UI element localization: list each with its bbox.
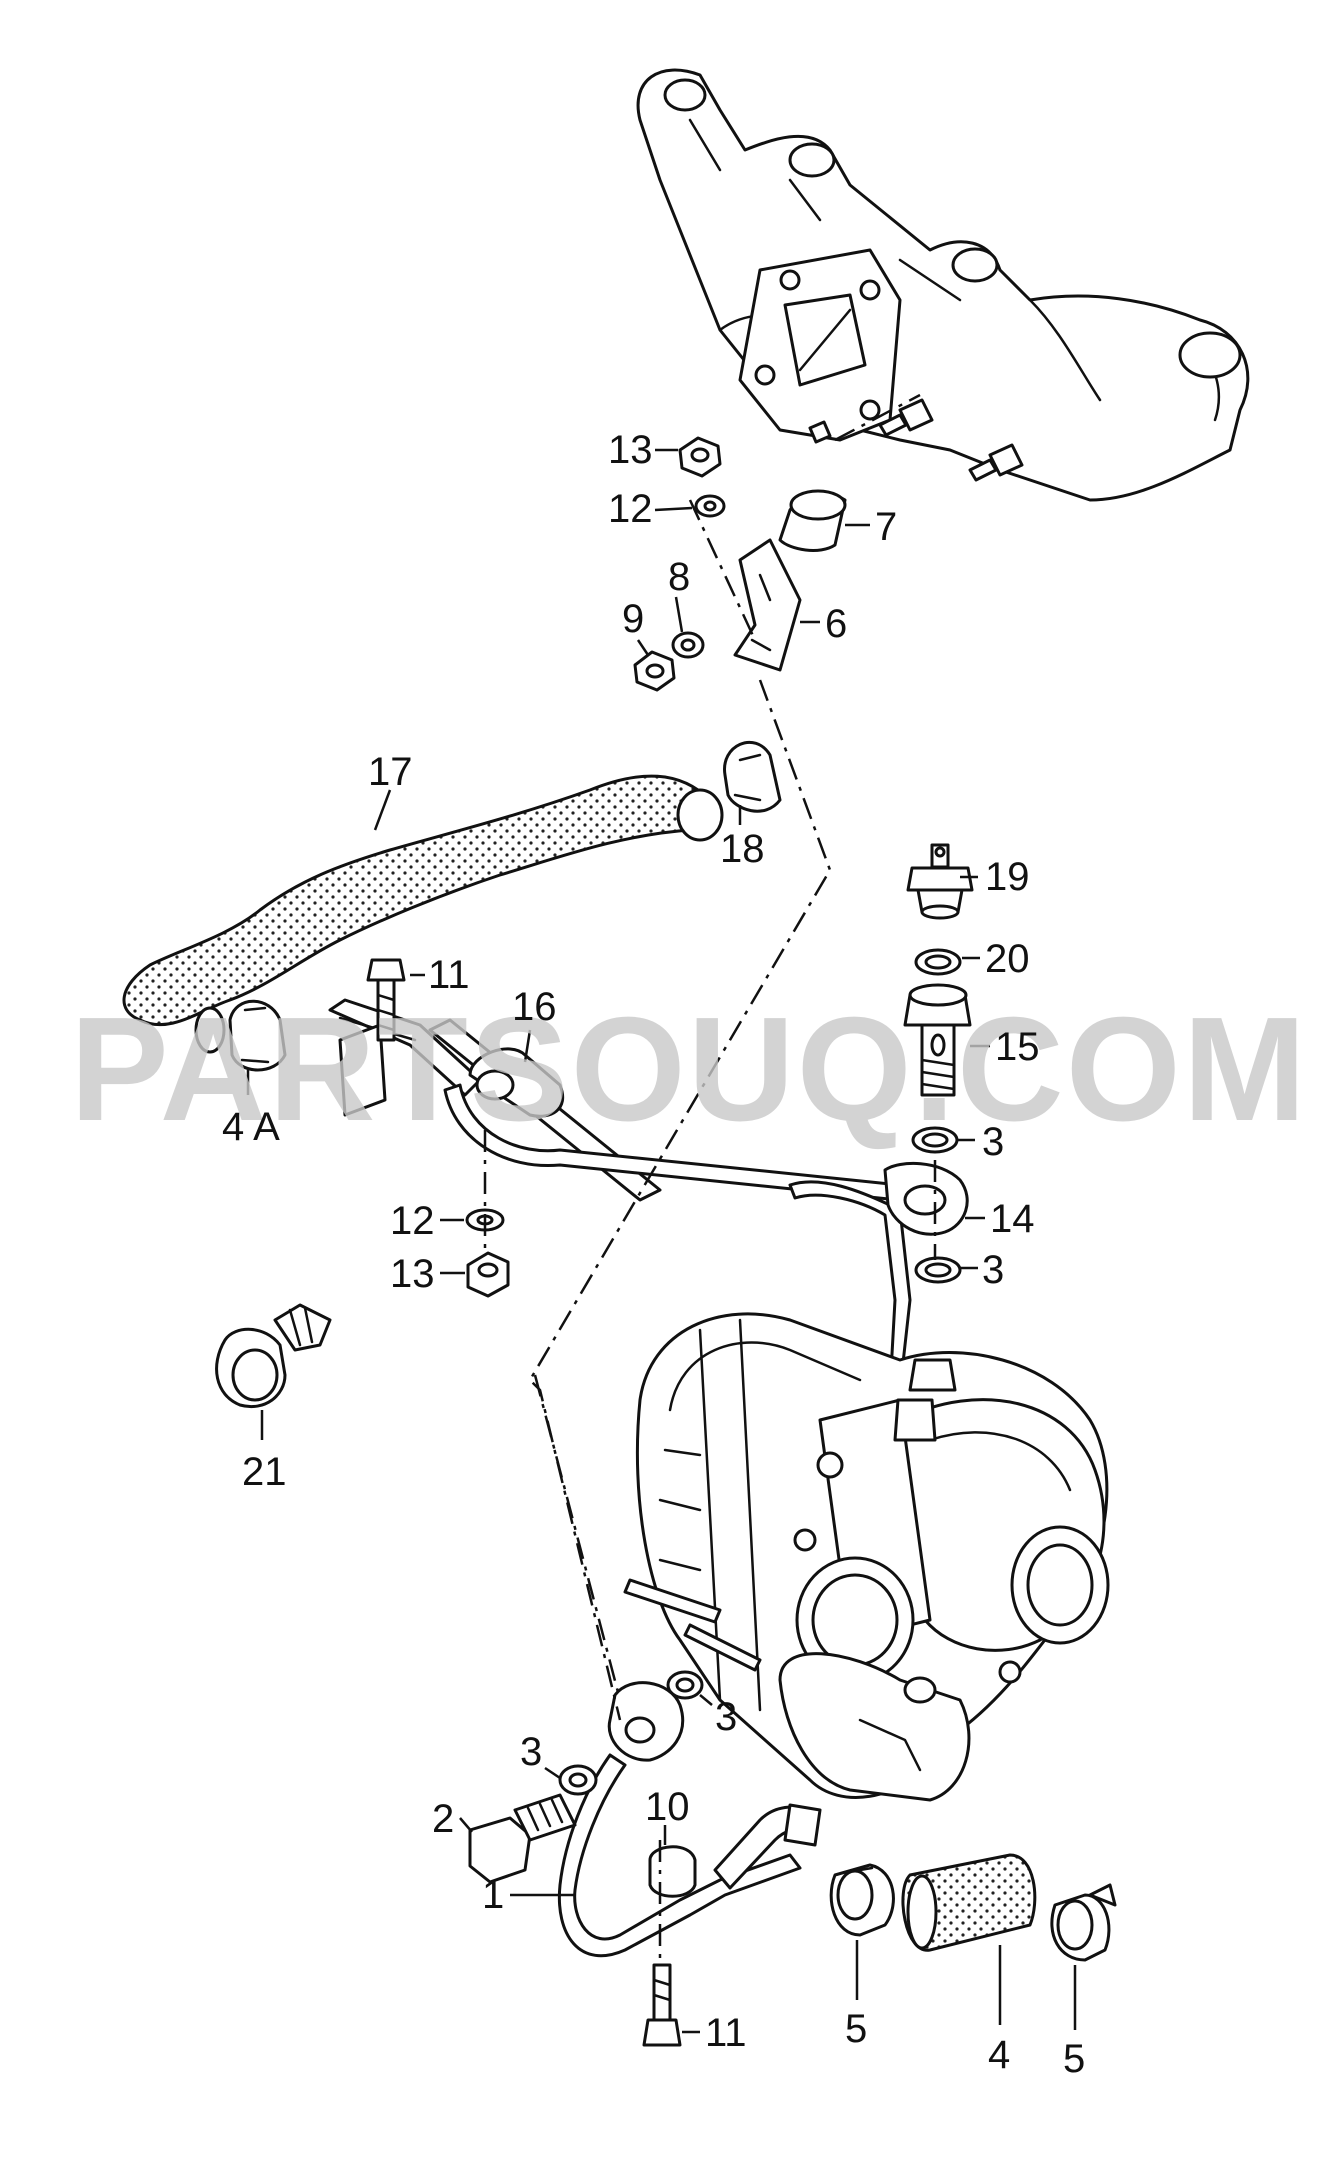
callout-18: 18 bbox=[720, 827, 765, 871]
callout-13-middle: 13 bbox=[390, 1252, 435, 1296]
callout-12-upper: 12 bbox=[608, 487, 653, 531]
banjo-bolt-15 bbox=[903, 983, 972, 1097]
callout-20: 20 bbox=[985, 937, 1030, 981]
callout-4: 4 bbox=[988, 2033, 1010, 2077]
nut-13-middle bbox=[466, 1251, 510, 1298]
hose-clamp-18 bbox=[723, 741, 782, 813]
callout-12-middle: 12 bbox=[390, 1199, 435, 1243]
upper-mounting-hardware bbox=[633, 436, 847, 692]
callout-13-upper: 13 bbox=[608, 428, 653, 472]
oil-supply-pipe bbox=[328, 998, 969, 1392]
seal-20 bbox=[914, 948, 962, 976]
hose-clamp-4a bbox=[228, 999, 287, 1072]
callout-14: 14 bbox=[990, 1197, 1035, 1241]
callout-6: 6 bbox=[825, 602, 847, 646]
turbocharger bbox=[623, 1312, 1110, 1802]
watermark: PARTSOUQ.COM bbox=[70, 987, 1308, 1152]
temperature-sender-19 bbox=[906, 843, 974, 920]
callout-labels: 13 12 7 8 6 9 17 18 19 20 11 16 15 4 A 3… bbox=[222, 428, 1085, 2081]
callout-4a: 4 A bbox=[222, 1105, 280, 1149]
callout-16: 16 bbox=[512, 985, 557, 1029]
callout-11-lower: 11 bbox=[705, 2011, 747, 2055]
seal-3-lower-right bbox=[666, 1670, 704, 1700]
callout-5-right: 5 bbox=[1063, 2037, 1085, 2081]
callout-3-a: 3 bbox=[982, 1120, 1004, 1164]
callout-3-b: 3 bbox=[982, 1248, 1004, 1292]
callout-8: 8 bbox=[668, 555, 690, 599]
callout-3-d: 3 bbox=[520, 1730, 542, 1774]
oil-return-pipe bbox=[557, 1681, 822, 1958]
exhaust-manifold bbox=[636, 68, 1250, 502]
hose-clamp-5-left bbox=[829, 1863, 895, 1937]
callout-19: 19 bbox=[985, 855, 1030, 899]
leader-lines bbox=[246, 448, 1077, 2034]
assembly-center-lines bbox=[483, 393, 937, 1960]
callout-2: 2 bbox=[432, 1797, 454, 1841]
callout-5-left: 5 bbox=[845, 2007, 867, 2051]
coolant-hose bbox=[122, 774, 724, 1054]
bolt-11-upper bbox=[366, 958, 406, 1042]
seal-3-lower-left bbox=[558, 1764, 598, 1796]
hose-clamp-21 bbox=[215, 1303, 332, 1408]
callout-15: 15 bbox=[995, 1025, 1040, 1069]
oil-hose-4 bbox=[901, 1853, 1037, 1952]
hose-clamp-5-right bbox=[1050, 1883, 1117, 1962]
callout-21: 21 bbox=[242, 1450, 287, 1494]
seal-3-upper bbox=[911, 1126, 959, 1154]
callout-11-upper: 11 bbox=[428, 953, 470, 997]
callout-9: 9 bbox=[622, 597, 644, 641]
callout-3-c: 3 bbox=[715, 1695, 737, 1739]
bolt-11-lower bbox=[642, 1963, 682, 2047]
callout-10: 10 bbox=[645, 1785, 690, 1829]
banjo-bolt-2 bbox=[468, 1793, 577, 1884]
seal-3-middle bbox=[914, 1256, 962, 1284]
callout-1: 1 bbox=[482, 1873, 504, 1917]
callout-17: 17 bbox=[368, 750, 413, 794]
callout-7: 7 bbox=[875, 505, 897, 549]
